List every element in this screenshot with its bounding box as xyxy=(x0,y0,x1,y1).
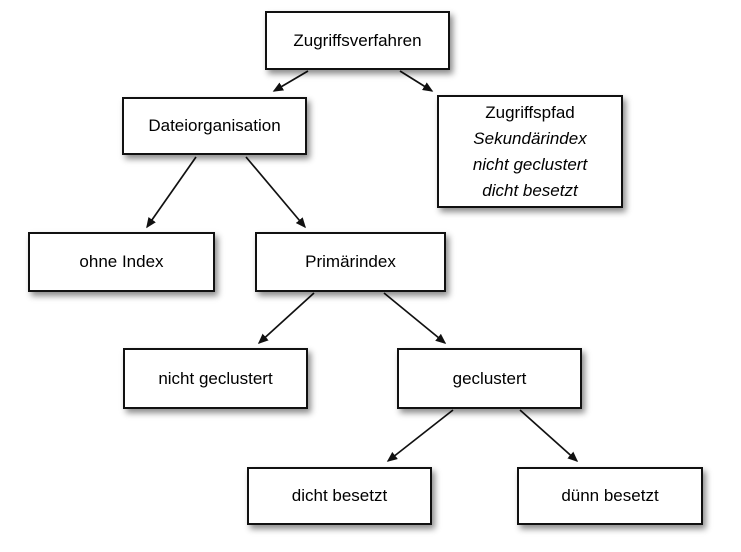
edge-zugriffsverfahren-dateiorganisation xyxy=(272,70,309,92)
node-duenn-besetzt: dünn besetzt xyxy=(517,467,703,525)
node-label: ohne Index xyxy=(79,252,164,272)
node-label: Zugriffsverfahren xyxy=(293,30,422,50)
edge-primaerindex-nicht-geclustert xyxy=(257,292,315,345)
node-label: dünn besetzt xyxy=(561,486,659,506)
edge-dateiorganisation-ohne-index xyxy=(146,156,197,229)
node-primaerindex: Primärindex xyxy=(255,232,446,292)
node-label-line: nicht geclustert xyxy=(472,154,588,174)
node-zugriffspfad: Zugriffspfad Sekundärindex nicht geclust… xyxy=(437,95,623,208)
node-label: Dateiorganisation xyxy=(148,116,281,136)
node-label-line: dicht besetzt xyxy=(482,180,578,200)
node-nicht-geclustert: nicht geclustert xyxy=(123,348,308,409)
node-geclustert: geclustert xyxy=(397,348,582,409)
node-label: nicht geclustert xyxy=(158,368,273,388)
node-ohne-index: ohne Index xyxy=(28,232,215,292)
node-label-line: Sekundärindex xyxy=(473,128,587,148)
node-label: Primärindex xyxy=(305,252,396,272)
edge-geclustert-dicht-besetzt xyxy=(386,409,454,462)
node-zugriffsverfahren: Zugriffsverfahren xyxy=(265,11,450,70)
node-dicht-besetzt: dicht besetzt xyxy=(247,467,432,525)
node-label: dicht besetzt xyxy=(291,486,388,506)
edge-primaerindex-geclustert xyxy=(383,292,447,344)
edge-dateiorganisation-primaerindex xyxy=(245,156,306,229)
node-label: geclustert xyxy=(452,368,527,388)
edge-geclustert-duenn-besetzt xyxy=(519,409,579,463)
node-dateiorganisation: Dateiorganisation xyxy=(122,97,307,155)
edge-zugriffsverfahren-zugriffspfad xyxy=(399,70,434,92)
node-label-line: Zugriffspfad xyxy=(485,102,575,122)
